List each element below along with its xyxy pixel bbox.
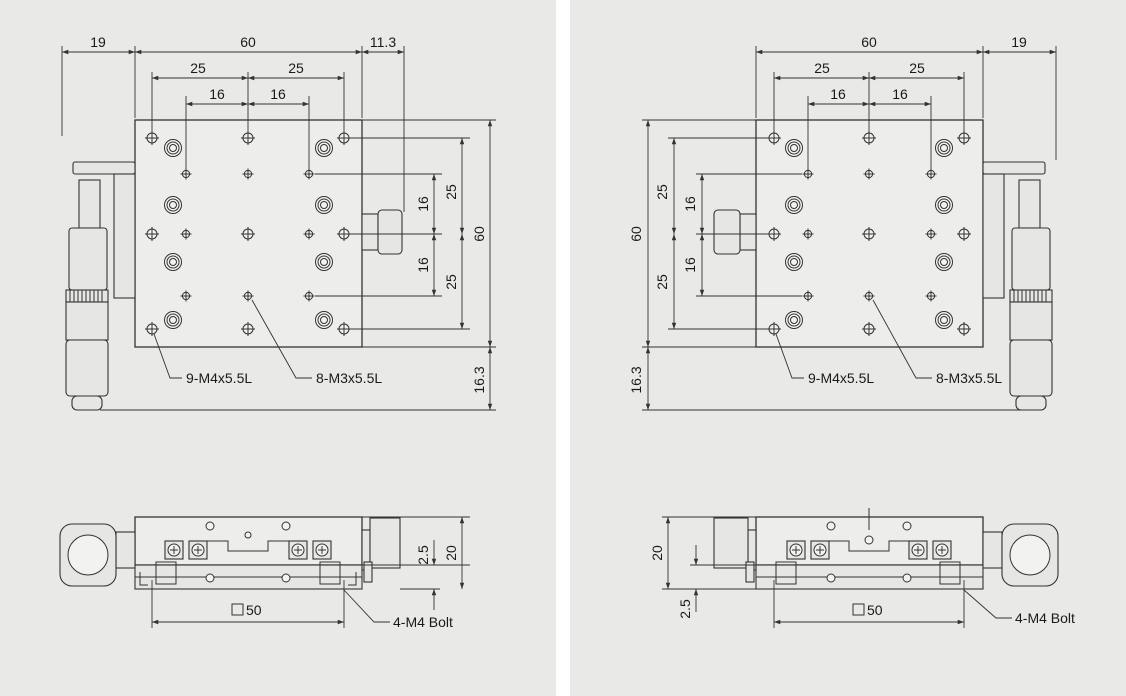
dim-16-b-r: 16 — [892, 86, 908, 102]
micrometer-right — [982, 161, 1053, 411]
right-top-view: 60 19 25 25 16 16 16 16 25 25 60 16.3 — [628, 34, 1057, 411]
dim-v16-a: 16 — [415, 196, 431, 212]
callout-m4-holes-r: 9-M4x5.5L — [808, 370, 874, 386]
dim-25-b-r: 25 — [909, 60, 925, 76]
dim-19-r: 19 — [1011, 34, 1027, 50]
dim-v60: 60 — [471, 226, 487, 242]
square-symbol — [231, 603, 244, 616]
callout-bolt-r: 4-M4 Bolt — [1015, 610, 1075, 626]
dim-25-a-r: 25 — [814, 60, 830, 76]
dim-11-3: 11.3 — [370, 34, 396, 50]
dim-v16-b: 16 — [415, 257, 431, 273]
dim-25-b: 25 — [288, 60, 304, 76]
callout-bolt: 4-M4 Bolt — [393, 614, 453, 630]
callout-m3-holes: 8-M3x5.5L — [316, 370, 382, 386]
dim-v25-b-r: 25 — [654, 274, 670, 290]
dim-2-5: 2.5 — [415, 545, 431, 565]
micrometer-left — [65, 161, 136, 411]
dim-v16-a-r: 16 — [682, 196, 698, 212]
dim-v16-3-r: 16.3 — [628, 366, 644, 393]
dim-square-50: 50 — [246, 602, 262, 618]
dim-25-a: 25 — [190, 60, 206, 76]
clamp-knob-left — [361, 213, 379, 251]
dim-16-a-r: 16 — [830, 86, 846, 102]
dim-60: 60 — [240, 34, 256, 50]
dim-v25-a: 25 — [443, 184, 459, 200]
dim-square-50-r: 50 — [867, 602, 883, 618]
callout-m3-holes-r: 8-M3x5.5L — [936, 370, 1002, 386]
dim-16-b: 16 — [270, 86, 286, 102]
dim-19: 19 — [90, 34, 106, 50]
dim-v16-b-r: 16 — [682, 257, 698, 273]
dim-20-r: 20 — [649, 545, 665, 561]
dim-16-a: 16 — [209, 86, 225, 102]
dim-60-r: 60 — [861, 34, 877, 50]
dim-v16-3: 16.3 — [471, 366, 487, 393]
dim-20: 20 — [443, 545, 459, 561]
dim-v60-r: 60 — [628, 226, 644, 242]
dim-2-5-r: 2.5 — [677, 599, 693, 619]
callout-m4-holes: 9-M4x5.5L — [186, 370, 252, 386]
left-side-view: 2.5 20 50 4-M4 Bolt — [59, 516, 470, 630]
dim-v25-a-r: 25 — [654, 184, 670, 200]
left-top-view: 19 60 11.3 25 25 16 16 16 16 25 25 — [61, 34, 496, 411]
dim-v25-b: 25 — [443, 274, 459, 290]
right-side-view: 20 2.5 50 4-M4 Bolt — [649, 508, 1075, 628]
